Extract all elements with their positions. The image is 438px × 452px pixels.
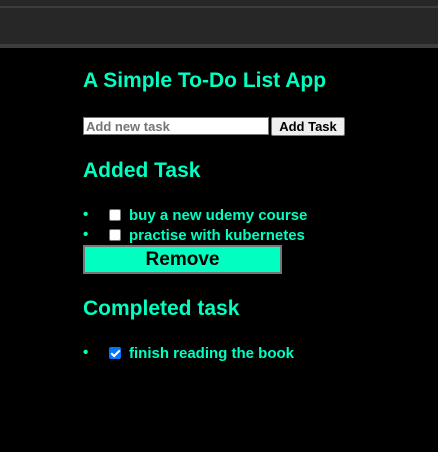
task-checkbox[interactable] [109, 229, 121, 241]
toolbar-divider [0, 6, 438, 8]
page-title: A Simple To-Do List App [83, 69, 327, 92]
added-task-heading: Added Task [83, 159, 201, 182]
remove-button[interactable]: Remove [83, 245, 282, 274]
browser-toolbar [0, 0, 438, 48]
bullet-icon: • [83, 206, 89, 223]
toolbar-bottom-border [0, 44, 438, 48]
list-item: • buy a new udemy course [83, 206, 307, 224]
new-task-input[interactable] [83, 117, 269, 135]
task-label: finish reading the book [129, 344, 295, 362]
list-item: • practise with kubernetes [83, 226, 305, 244]
task-checkbox-checked[interactable] [109, 347, 121, 359]
bullet-icon: • [83, 226, 89, 243]
bullet-icon: • [83, 344, 89, 361]
add-task-button[interactable]: Add Task [271, 117, 345, 136]
task-label: buy a new udemy course [129, 206, 308, 224]
task-label: practise with kubernetes [129, 226, 305, 244]
task-checkbox[interactable] [109, 209, 121, 221]
list-item: • finish reading the book [83, 344, 294, 362]
completed-task-heading: Completed task [83, 297, 240, 320]
